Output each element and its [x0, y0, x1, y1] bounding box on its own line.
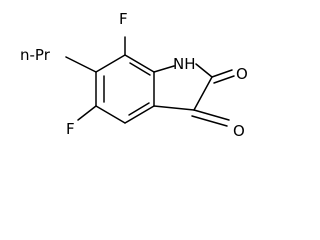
bond-c4-c5: [95, 105, 126, 124]
bond-c3-o-bottom-a: [193, 109, 230, 121]
bond-c3-c3a: [153, 105, 195, 111]
bond-c5-f-left: [77, 105, 97, 121]
bond-n1-c2: [195, 63, 213, 78]
bond-c2-o-top-b: [213, 75, 235, 84]
atom-propyl: n-Pr: [20, 46, 51, 64]
bond-c2-c3: [193, 76, 213, 111]
bond-c7-c7a: [124, 54, 155, 73]
bond-c7-c7a-inner: [129, 62, 151, 76]
atom-o-bottom: O: [233, 122, 245, 140]
bond-c3-o-bottom-b: [191, 115, 228, 127]
bond-c3a-c4-inner: [128, 102, 150, 116]
bond-c2-o-top-a: [211, 69, 233, 78]
bond-c6-c7: [95, 54, 126, 73]
bond-c3a-c4: [124, 105, 155, 124]
atom-f-top: F: [119, 10, 128, 28]
atom-o-top: O: [236, 65, 248, 83]
bond-c7a-n1: [153, 65, 175, 73]
isatin-structure-diagram: F NH O O F n-Pr: [20, 10, 248, 140]
bond-c6-propyl: [65, 56, 97, 73]
atom-nh: NH: [173, 55, 196, 73]
structure-canvas: F NH O O F n-Pr: [20, 10, 248, 140]
atom-f-left: F: [66, 120, 75, 138]
